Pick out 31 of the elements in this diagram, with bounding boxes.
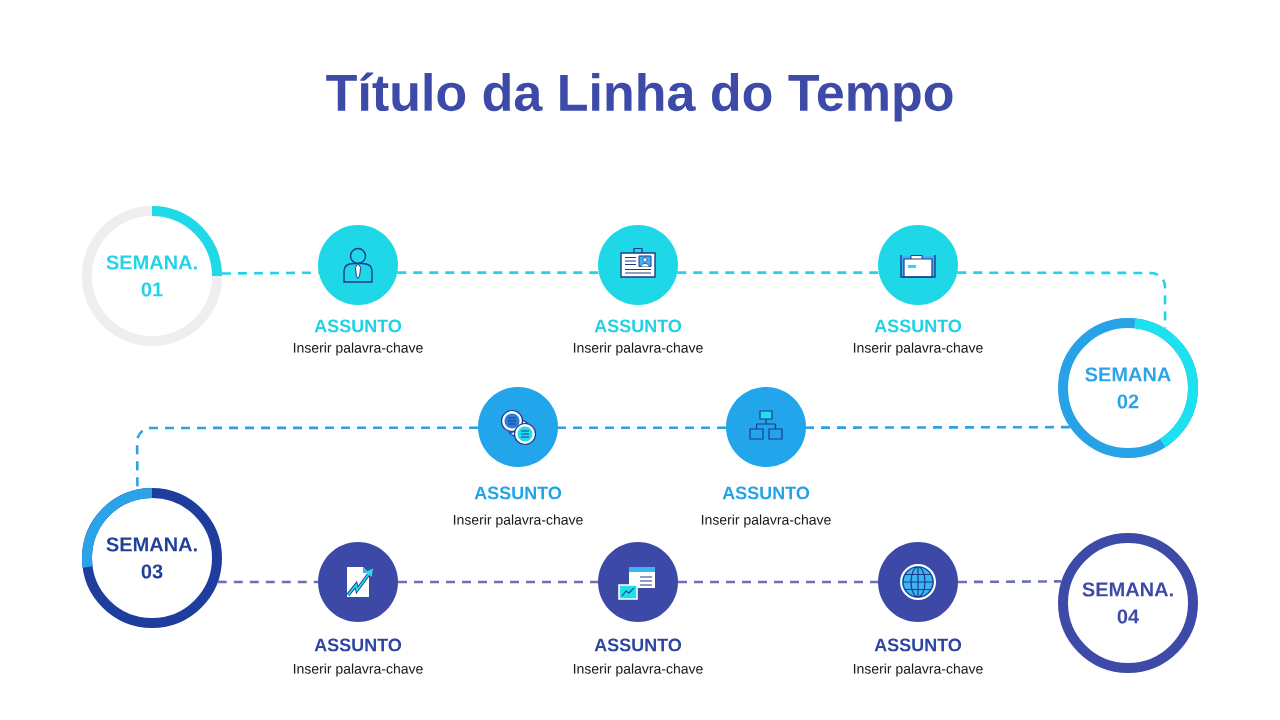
step-text: Inserir palavra-chave xyxy=(853,342,983,356)
step-heading: ASSUNTO xyxy=(594,638,682,652)
dashed-connector xyxy=(398,580,598,584)
dashed-connector xyxy=(558,426,726,429)
dashed-connector xyxy=(677,271,879,274)
week-ring: SEMANA. 04 xyxy=(1058,533,1198,673)
title: Título da Linha do Tempo xyxy=(326,72,953,122)
step-text: Inserir palavra-chave xyxy=(573,663,703,677)
step-text: Inserir palavra-chave xyxy=(701,514,831,528)
dashed-connector xyxy=(806,425,1070,429)
dashed-connector xyxy=(221,271,319,275)
week-ring: SEMANA. 01 xyxy=(82,206,222,346)
week-ring: SEMANA 02 xyxy=(1058,318,1198,458)
dashed-connector xyxy=(397,271,599,274)
step-heading: ASSUNTO xyxy=(314,319,402,333)
dashed-connector xyxy=(217,580,318,584)
week-ring: SEMANA. 03 xyxy=(82,488,222,628)
step-heading: ASSUNTO xyxy=(594,319,682,333)
step-text: Inserir palavra-chave xyxy=(453,514,583,528)
dashed-connector xyxy=(957,271,1167,329)
step-heading: ASSUNTO xyxy=(314,638,402,652)
step-text: Inserir palavra-chave xyxy=(853,663,983,677)
step-text: Inserir palavra-chave xyxy=(293,663,423,677)
step-text: Inserir palavra-chave xyxy=(573,342,703,356)
step-heading: ASSUNTO xyxy=(874,319,962,333)
step-heading: ASSUNTO xyxy=(874,638,962,652)
dashed-connector xyxy=(678,580,878,584)
dashed-connector xyxy=(958,580,1062,584)
step-text: Inserir palavra-chave xyxy=(293,342,423,356)
step-heading: ASSUNTO xyxy=(722,486,810,500)
step-heading: ASSUNTO xyxy=(474,486,562,500)
